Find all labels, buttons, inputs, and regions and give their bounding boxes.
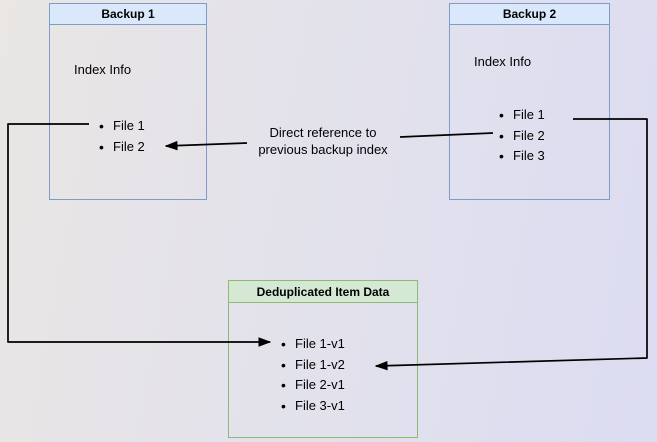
list-item: File 2 [99,137,145,158]
dedup-node: Deduplicated Item Data [228,280,418,438]
list-item: File 3 [499,146,545,167]
backup2-file-list: File 1 File 2 File 3 [499,105,545,167]
backup2-title: Backup 2 [450,4,609,25]
list-item: File 3-v1 [281,396,345,417]
direct-reference-label-line1: Direct reference to [269,125,377,140]
backup1-file-list: File 1 File 2 [99,116,145,157]
backup1-node: Backup 1 [49,3,207,200]
list-item: File 1-v1 [281,334,345,355]
dedup-title: Deduplicated Item Data [229,281,417,303]
backup1-index-info-label: Index Info [74,62,132,77]
list-item: File 2-v1 [281,375,345,396]
backup2-node: Backup 2 [449,3,610,200]
direct-reference-label: Direct reference to previous backup inde… [233,124,413,158]
dedup-file-list: File 1-v1 File 1-v2 File 2-v1 File 3-v1 [281,334,345,416]
direct-reference-label-line2: previous backup index [258,142,388,157]
backup1-title: Backup 1 [50,4,206,25]
list-item: File 1-v2 [281,355,345,376]
backup2-index-info-label: Index Info [474,54,532,69]
list-item: File 2 [499,126,545,147]
list-item: File 1 [499,105,545,126]
list-item: File 1 [99,116,145,137]
